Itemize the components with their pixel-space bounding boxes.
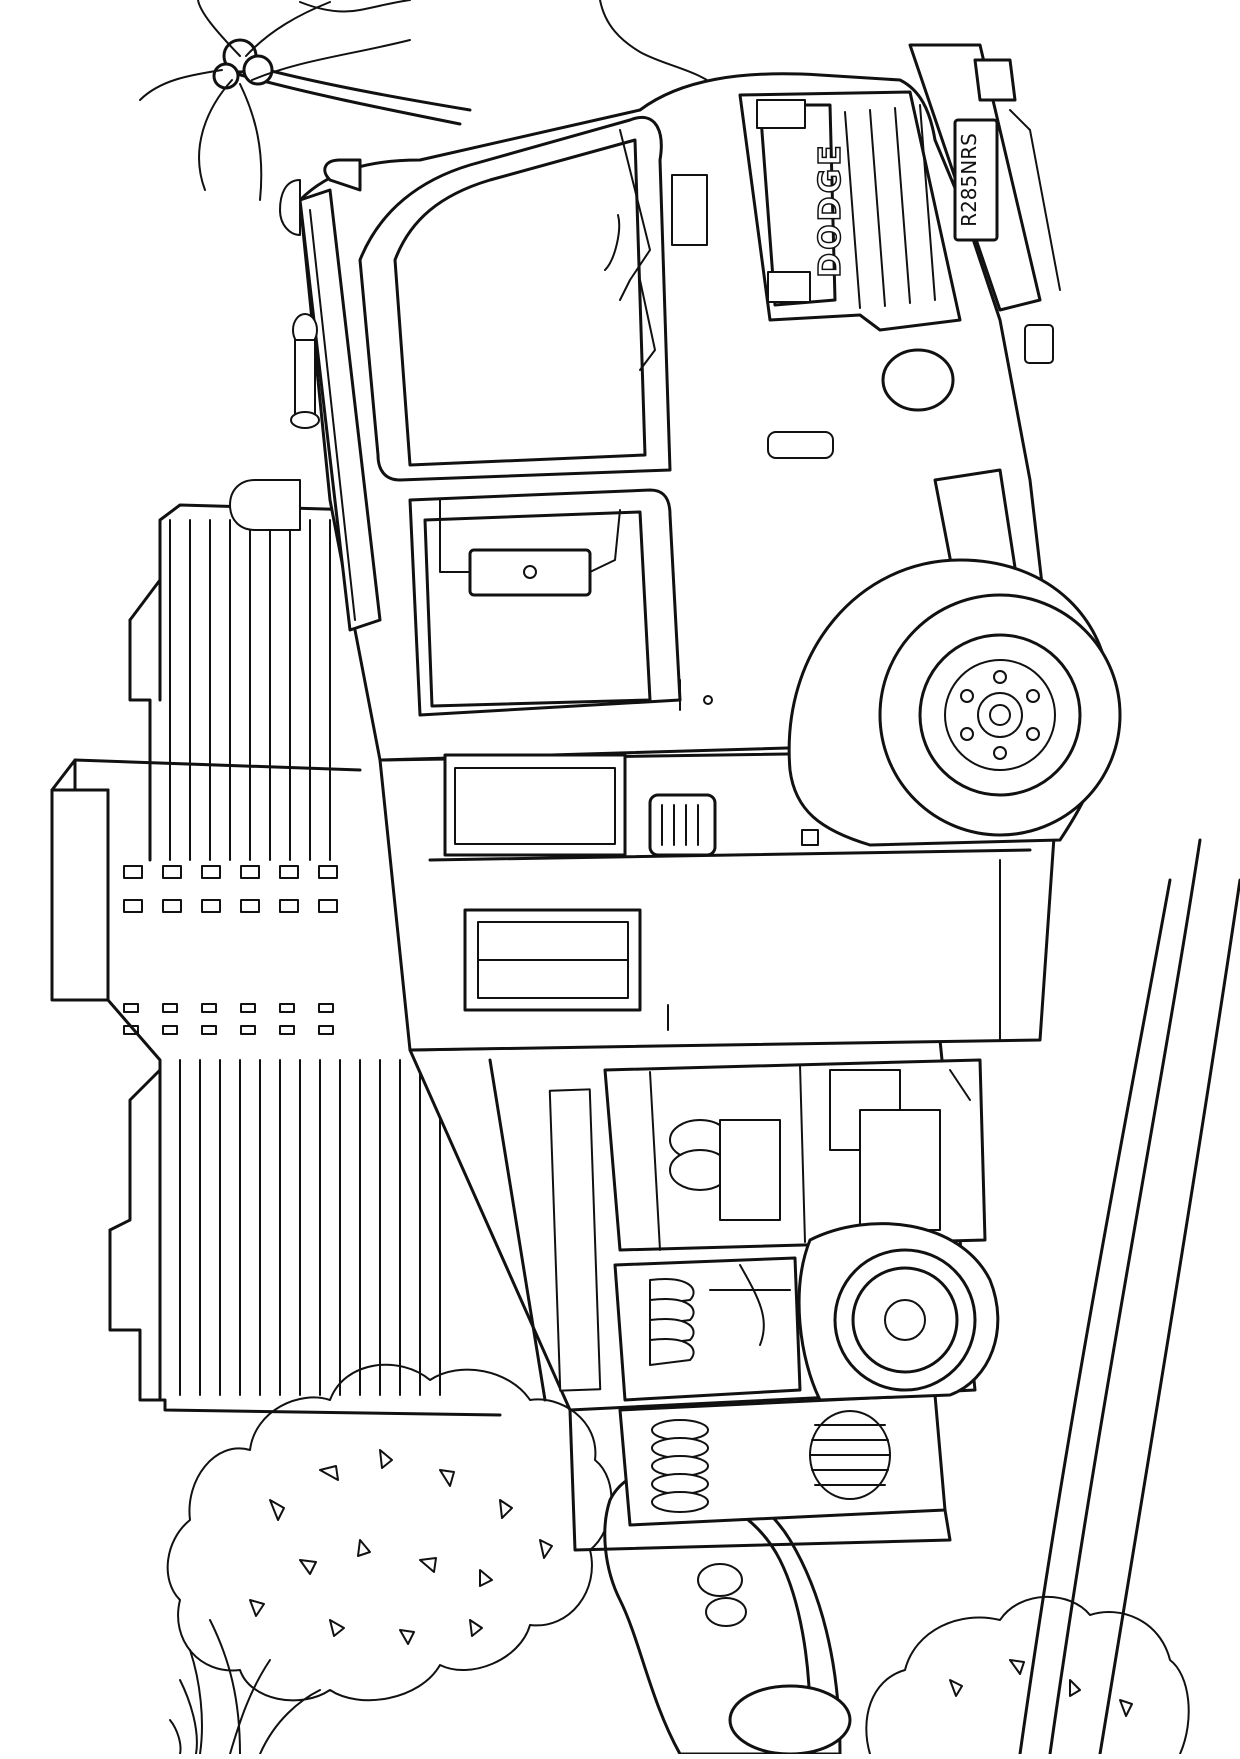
front-bumper: R285NRS xyxy=(908,43,1061,312)
bushy-tree xyxy=(166,1363,613,1755)
building-left-tall xyxy=(50,758,362,1072)
locker-bottom xyxy=(618,1393,947,1527)
cab-badge xyxy=(767,431,834,459)
background xyxy=(50,0,1240,1756)
license-plate xyxy=(953,118,999,242)
windshield xyxy=(358,116,672,482)
wheel-nuts xyxy=(960,670,1040,760)
building-striped-upper xyxy=(128,503,362,862)
cab-lower-panel xyxy=(443,753,819,857)
palm-tree xyxy=(139,0,472,201)
fire-truck: DODGE R285NRS xyxy=(229,43,1122,1552)
headlight xyxy=(881,348,955,412)
road-lines xyxy=(1018,838,1240,1756)
cab-door xyxy=(408,488,713,717)
air-horns xyxy=(229,179,320,531)
hose-reel xyxy=(809,1410,891,1500)
brand-badge: DODGE xyxy=(813,142,848,277)
truck-cab: DODGE R285NRS xyxy=(229,43,1062,857)
front-grille: DODGE xyxy=(738,90,962,332)
building-windows xyxy=(123,865,338,1035)
side-vent xyxy=(648,793,717,857)
equipment-rolls xyxy=(651,1419,709,1513)
cab-emblem xyxy=(671,174,708,246)
locker-lower xyxy=(613,1256,802,1402)
truck-rear-body xyxy=(408,1038,987,1552)
side-window xyxy=(463,908,642,1012)
front-wheel xyxy=(787,558,1122,847)
building-striped-lower xyxy=(108,1059,502,1417)
rear-wheel xyxy=(797,1222,1000,1402)
shrub-bottom xyxy=(865,1595,1190,1755)
roof-beacon xyxy=(323,158,362,192)
parked-car xyxy=(603,1468,852,1756)
license-plate-text: R285NRS xyxy=(957,133,981,227)
fog-lamp xyxy=(1024,324,1054,364)
side-mirror xyxy=(439,499,621,597)
locker-upper xyxy=(603,1058,987,1252)
